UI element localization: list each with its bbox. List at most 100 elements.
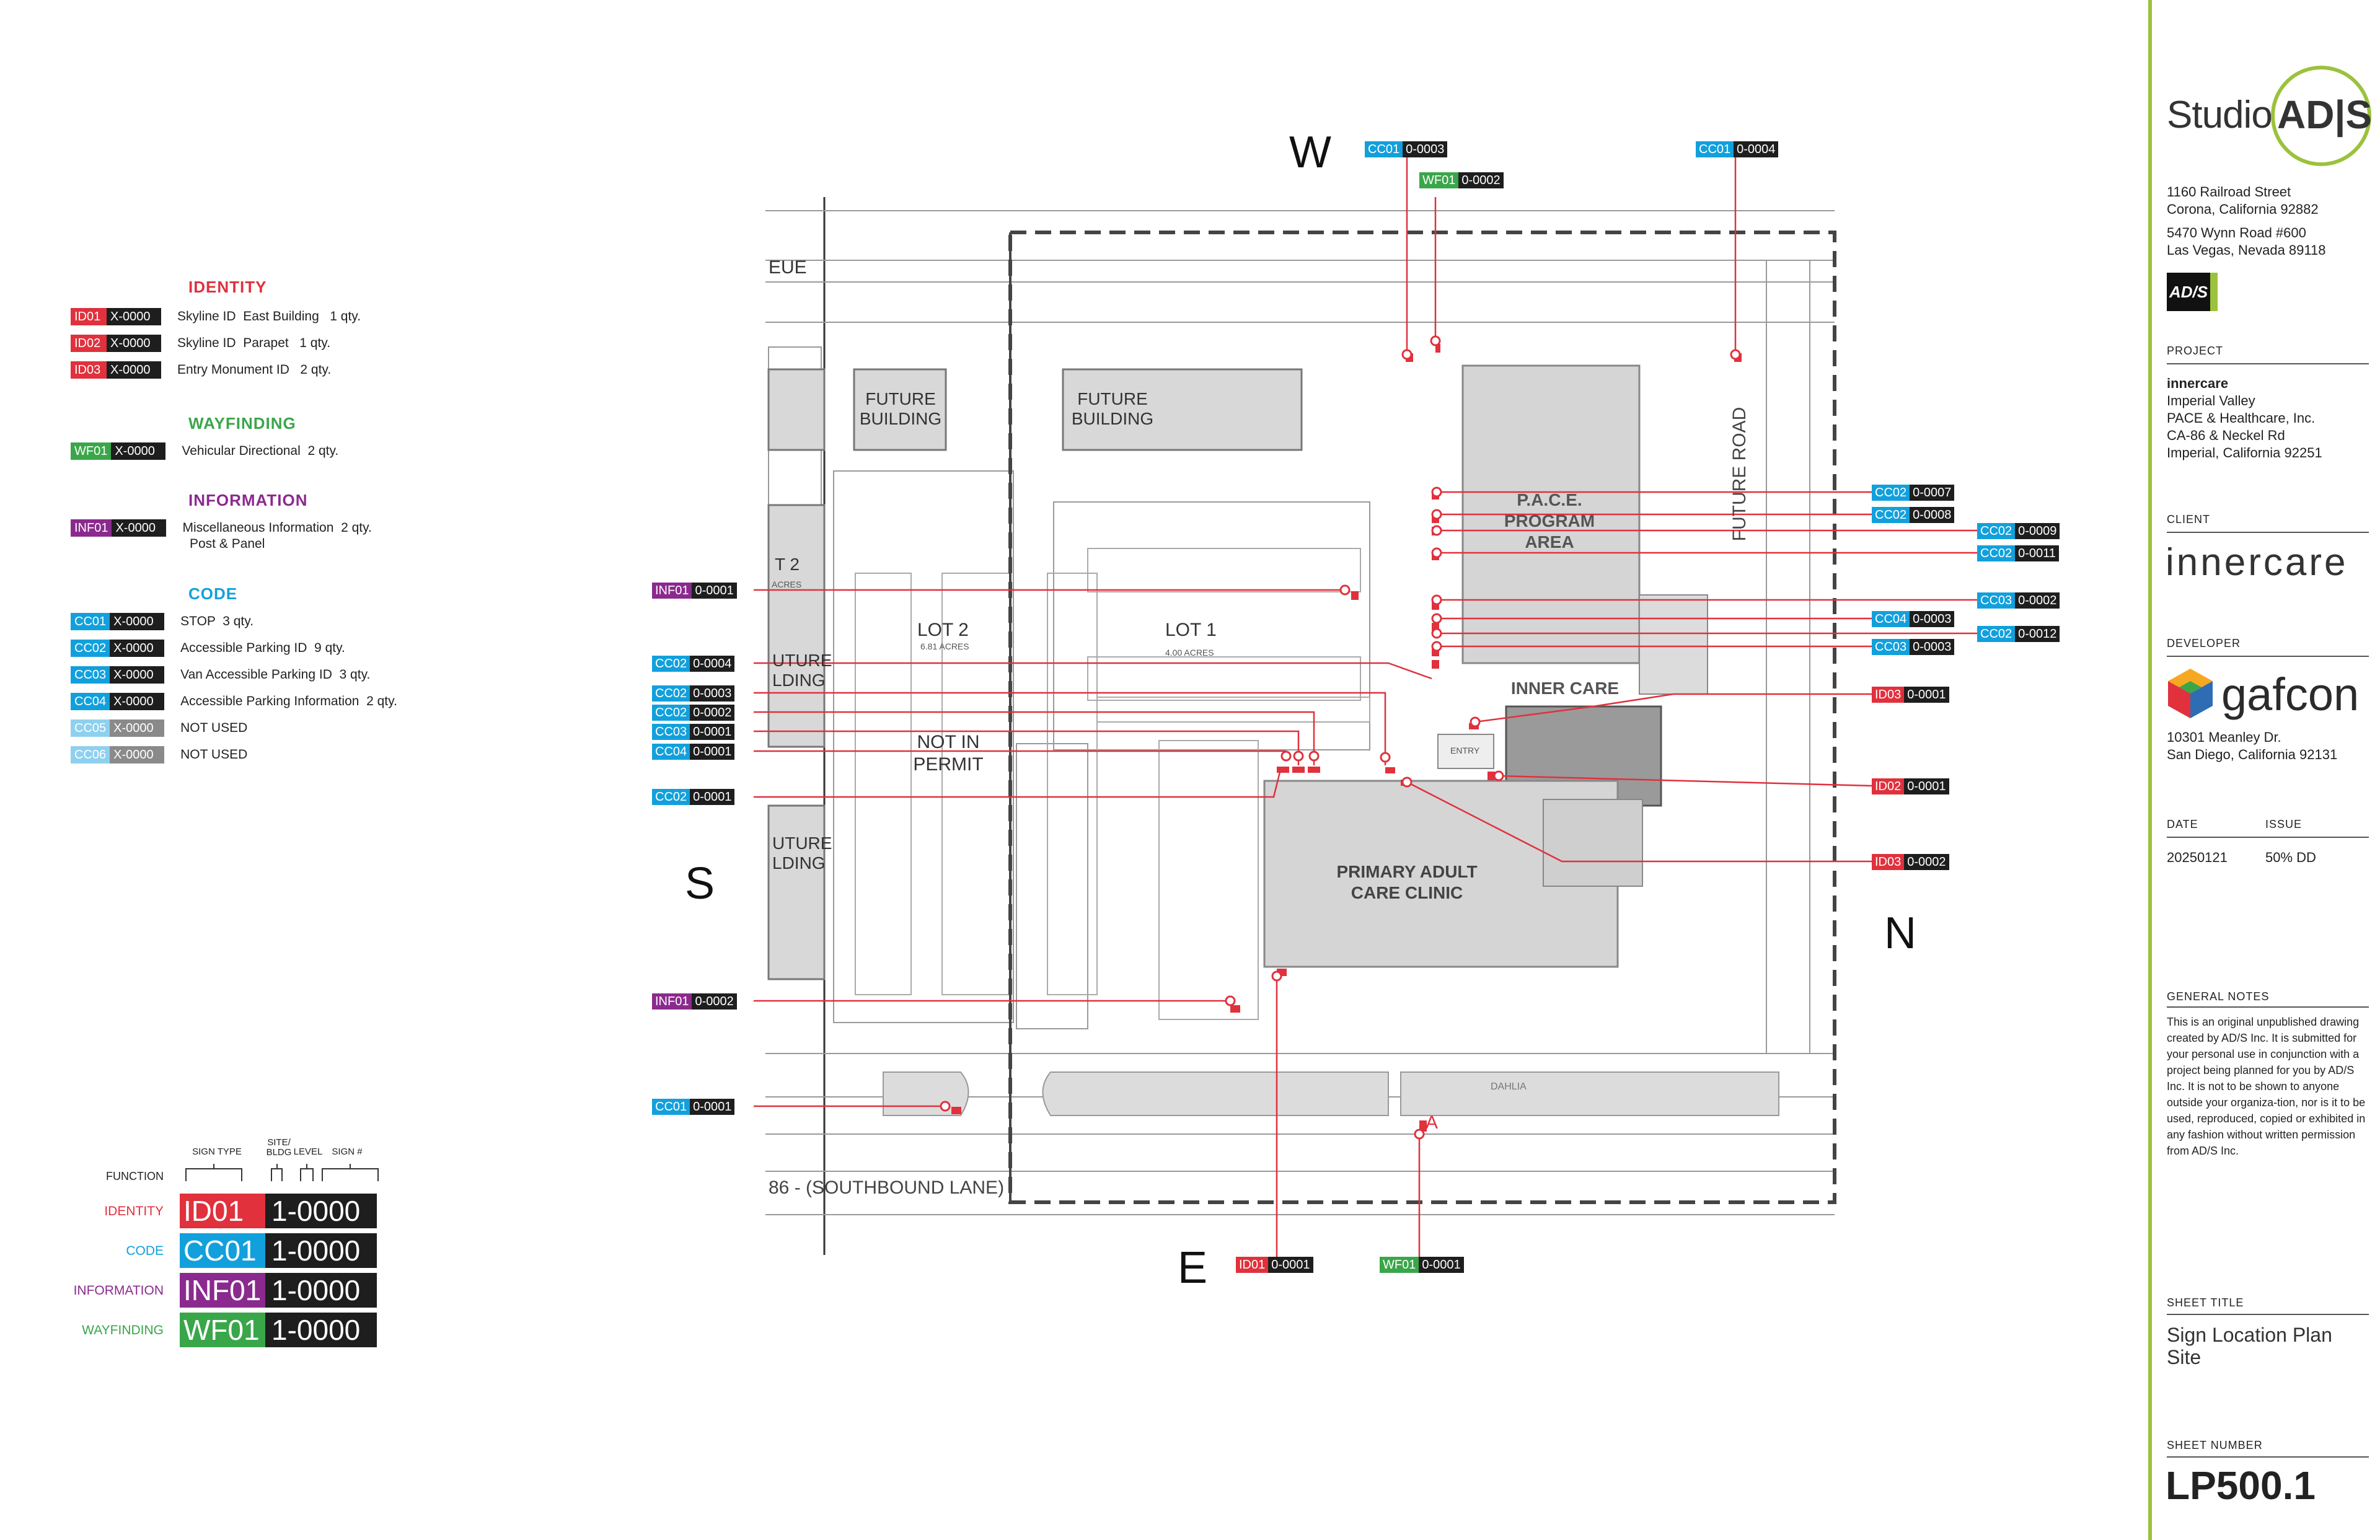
sign-number-chip: X-0000 <box>110 693 165 710</box>
sheet-title-label: SHEET TITLE <box>2167 1296 2244 1309</box>
label-dahlia: DAHLIA <box>1491 1081 1527 1092</box>
compass-west: W <box>1289 128 1331 177</box>
label-future-road: FUTURE ROAD <box>1729 407 1750 542</box>
callout-number: 0-0002 <box>690 705 735 721</box>
ads-small-logo: AD/S <box>2167 273 2218 311</box>
key-site-bldg-label: SITE/ BLDG <box>266 1137 292 1158</box>
permit-boundary <box>1008 231 1836 1204</box>
legend-description: Van Accessible Parking ID 3 qty. <box>180 667 371 682</box>
legend-description-extra: Post & Panel <box>190 537 265 551</box>
legend-description: NOT USED <box>180 721 248 735</box>
callout-number: 0-0001 <box>690 724 735 740</box>
sign-code-chip: ID01 <box>71 308 107 325</box>
callout-number: 0-0002 <box>2015 592 2060 609</box>
legend-heading-identity: IDENTITY <box>188 278 267 296</box>
sheet-number: LP500.1 <box>2166 1463 2316 1508</box>
legend-heading-information: INFORMATION <box>188 491 308 509</box>
callout-code: INF01 <box>652 993 692 1010</box>
callout-code: CC03 <box>1872 639 1910 655</box>
future-buildings <box>767 368 1303 980</box>
divider <box>2167 656 2369 657</box>
sign-code-chip: WF01 <box>71 442 112 460</box>
sign-number-chip: X-0000 <box>107 308 161 325</box>
legend-description: Entry Monument ID 2 qty. <box>177 363 332 377</box>
divider <box>2167 532 2369 533</box>
label-pace: P.A.C.E. PROGRAM AREA <box>1504 490 1595 552</box>
address-2-line-1: 5470 Wynn Road #600 <box>2167 225 2306 240</box>
logo-mark-text: AD|S <box>2277 92 2373 137</box>
sign-number-chip: X-0000 <box>112 519 167 537</box>
label-lot1-acres: 4.00 ACRES <box>1165 648 1214 658</box>
project-line: CA-86 & Neckel Rd <box>2167 428 2285 443</box>
sheet-title-line-2: Site <box>2167 1346 2202 1368</box>
divider <box>2167 837 2369 838</box>
label-future-fragment-1: UTURE LDING <box>772 651 832 690</box>
callout-code: CC02 <box>652 685 690 702</box>
clinic-wing <box>1543 799 1643 887</box>
developer-label: DEVELOPER <box>2167 637 2241 649</box>
legend-description: Miscellaneous Information 2 qty. <box>182 521 372 535</box>
address-1-line-2: Corona, California 92882 <box>2167 201 2319 217</box>
callout-code: CC02 <box>1872 507 1910 523</box>
callout-number: 1-0000 <box>265 1313 377 1347</box>
sign-code-chip: CC02 <box>71 640 110 657</box>
general-notes-label: GENERAL NOTES <box>2167 990 2270 1003</box>
issue-value: 50% DD <box>2265 850 2316 865</box>
sheet-number-label: SHEET NUMBER <box>2167 1439 2263 1451</box>
callout-code: CC04 <box>1872 611 1910 627</box>
callout-number: 0-0007 <box>1910 485 1955 501</box>
label-clinic: PRIMARY ADULT CARE CLINIC <box>1336 862 1478 902</box>
callout-number: 0-0001 <box>1268 1257 1313 1273</box>
project-line: Imperial, California 92251 <box>2167 445 2322 460</box>
callout-code: WF01 <box>1419 172 1459 188</box>
callout-code: CC03 <box>652 724 690 740</box>
developer-name: gafcon <box>2221 669 2360 720</box>
callout-code: CC01 <box>652 1099 690 1115</box>
sign-number-chip: X-0000 <box>110 746 165 763</box>
callout-code: CC02 <box>1872 485 1910 501</box>
landscape-islands <box>883 1071 1779 1116</box>
sign-number-chip: X-0000 <box>107 361 161 379</box>
divider <box>2167 1314 2369 1315</box>
callout-number: 0-0002 <box>692 993 737 1010</box>
legend-description: Skyline ID East Building 1 qty. <box>177 309 361 323</box>
sign-number-chip: X-0000 <box>110 613 165 630</box>
legend-description: Vehicular Directional 2 qty. <box>182 444 339 458</box>
callout-code: CC01 <box>1365 141 1403 157</box>
callout-number: 0-0004 <box>1734 141 1779 157</box>
sign-number-chip: X-0000 <box>111 442 166 460</box>
sheet-title-line-1: Sign Location Plan <box>2167 1324 2332 1346</box>
callout-number: 0-0001 <box>690 789 735 805</box>
issue-label: ISSUE <box>2265 818 2303 830</box>
callout-code: INF01 <box>652 583 692 599</box>
callout-code: CC02 <box>652 789 690 805</box>
key-code: INF01 <box>180 1273 265 1308</box>
legend-description: NOT USED <box>180 747 248 762</box>
title-block-border <box>2148 0 2152 1540</box>
pace-annex <box>1639 594 1708 695</box>
label-lot1: LOT 1 <box>1165 620 1217 640</box>
sign-code-chip: ID02 <box>71 335 107 352</box>
legend-description: STOP 3 qty. <box>180 614 254 628</box>
callout-number: 0-0001 <box>692 583 737 599</box>
callout-code: CC03 <box>1977 592 2016 609</box>
callout-number: 0-0001 <box>1419 1257 1464 1273</box>
